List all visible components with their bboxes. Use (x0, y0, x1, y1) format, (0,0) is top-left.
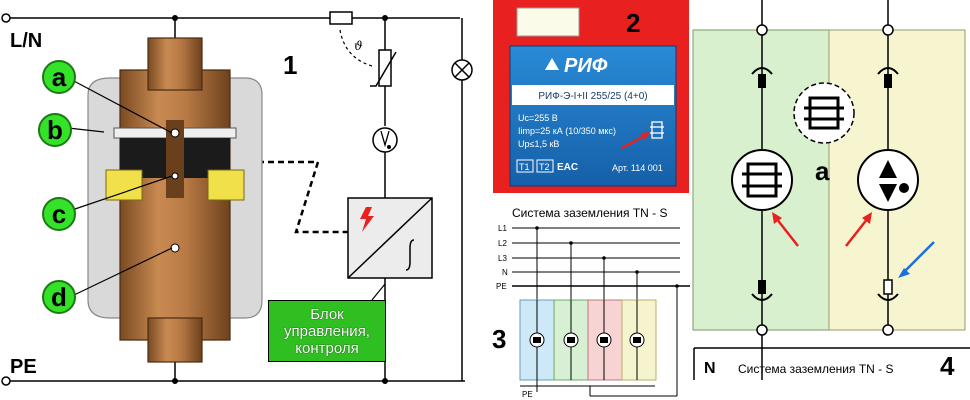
fuse-icon (883, 279, 893, 295)
line-n-label: N (502, 268, 508, 277)
ln-label: L/N (10, 30, 42, 52)
fuse-icon (329, 11, 353, 25)
control-block: Блок управления, контроля (268, 300, 386, 362)
blank-tag (516, 7, 580, 37)
class-badge-t1: T1 (519, 162, 530, 172)
part-badge-c: c (42, 197, 76, 231)
fuse-icon (758, 280, 766, 294)
panel-4-n-label: N (704, 360, 716, 377)
model-strip (512, 85, 674, 105)
panel-4-large-schematic (692, 0, 970, 380)
article-number: Арт. 114 001 (612, 163, 663, 173)
part-badge-d: d (42, 280, 76, 314)
theta-label: ϑ (354, 39, 363, 53)
part-badge-b: b (38, 113, 72, 147)
line-pe-label: PE (496, 282, 507, 291)
panel-3-tns-schematic (512, 226, 690, 397)
panel-4-title: Система заземления TN - S (738, 362, 894, 376)
panel-3-title: Система заземления TN - S (512, 206, 668, 220)
panel-2-number: 2 (626, 8, 640, 38)
class-badge-t2: T2 (539, 162, 550, 172)
model-name: РИФ-Э-I+II 255/25 (4+0) (538, 91, 647, 102)
red-arrow (775, 217, 799, 247)
panel-1-surge-arrester (1, 11, 473, 386)
varistor-module-icon (731, 149, 793, 211)
spec-up: Up≤1,5 кВ (518, 139, 559, 149)
component-a-icon (793, 82, 855, 144)
panel-2-product-label (493, 0, 689, 193)
blue-plate (509, 45, 677, 187)
lightning-icon (360, 207, 374, 232)
fuse-icon (884, 74, 892, 88)
line-l2-label: L2 (498, 239, 507, 248)
panel-1-number: 1 (283, 50, 297, 80)
brand-logo-icon (545, 58, 559, 70)
panel-4-a-label: a (815, 156, 830, 186)
terminal-pe (1, 376, 11, 386)
pe-bottom-label: PE (522, 390, 533, 399)
eac-mark: EAC (557, 162, 578, 173)
spec-iimp: Iimp=25 кА (10/350 мкс) (518, 126, 616, 136)
control-block-label: Блок управления, контроля (284, 305, 370, 357)
blue-arrow (903, 241, 935, 273)
brand-name: РИФ (564, 55, 608, 77)
spec-uc: Uc=255 B (518, 113, 558, 123)
part-badge-a: a (42, 60, 76, 94)
fuse-icon (758, 74, 766, 88)
line-l1-label: L1 (498, 224, 507, 233)
spark-gap-module-icon (857, 149, 919, 211)
line-l3-label: L3 (498, 254, 507, 263)
red-arrow (845, 217, 869, 247)
panel-4-number: 4 (940, 351, 955, 381)
gas-discharger-icon (372, 127, 398, 153)
signal-link (248, 160, 348, 234)
pe-label: PE (10, 356, 37, 378)
surge-symbol-icon (651, 121, 663, 139)
terminal-ln (1, 13, 11, 23)
panel-3-number: 3 (492, 324, 506, 354)
thermal-link (339, 29, 373, 67)
device-electrodes (119, 69, 231, 341)
module-n (621, 299, 657, 381)
varistor-icon (378, 49, 392, 87)
